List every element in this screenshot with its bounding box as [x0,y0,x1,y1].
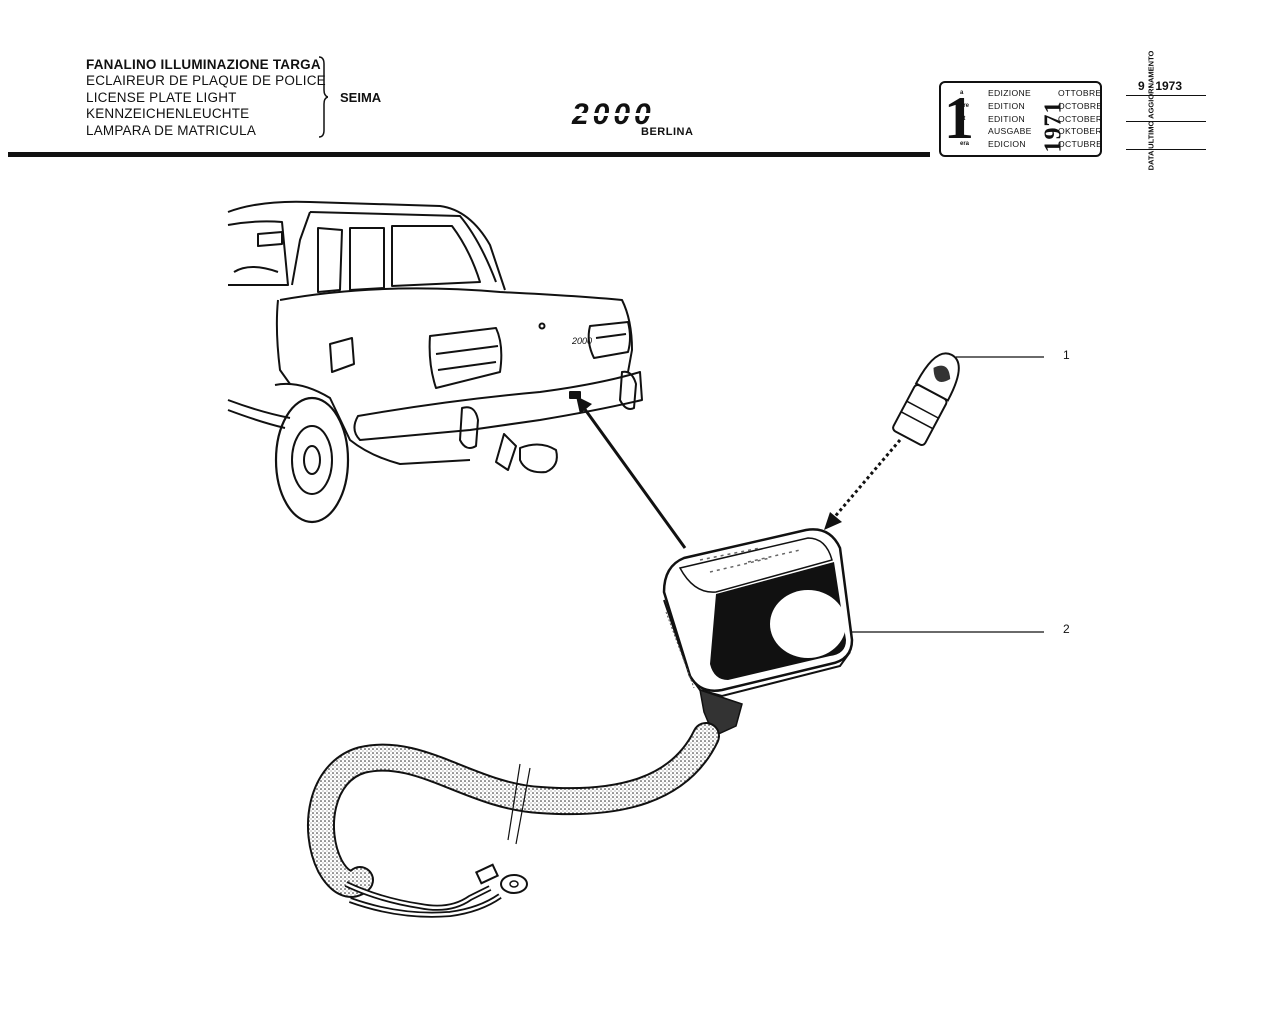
edition-month: OCTUBRE [1058,139,1103,149]
date-line [1126,121,1206,122]
callout-number-2: 2 [1063,622,1070,636]
title-english: LICENSE PLATE LIGHT [86,89,237,105]
ordinal: . [960,128,962,134]
assembly-arrows [576,396,902,549]
edition-box [939,81,1102,157]
date-line [1126,95,1206,96]
edition-label: AUSGABE [988,126,1032,136]
ordinal: era [960,141,970,147]
title-spanish: LAMPARA DE MATRICULA [86,122,257,138]
lamp-assembly-part [662,528,854,698]
edition-label: EDIZIONE [988,88,1031,98]
ordinal: ère [960,103,970,109]
edition-number: 1 [944,85,974,151]
edition-month: OCTOBRE [1058,101,1103,111]
car-rear-illustration: 2000 [227,200,643,524]
ordinal: st [960,116,966,122]
edition-month: OKTOBER [1058,126,1102,136]
edition-label: EDITION [988,101,1025,111]
title-french: ECLAIREUR DE PLAQUE DE POLICE [86,73,326,89]
svg-text:2000: 2000 [571,336,592,346]
edition-label: EDICION [988,139,1026,149]
last-update-date: 9 - 1973 [1138,79,1183,93]
title-block: FANALINO ILLUMINAZIONE TARGA ECLAIREUR D… [86,57,326,139]
title-brace [318,56,328,138]
model-subtitle: BERLINA [641,126,694,138]
edition-label: EDITION [988,114,1025,124]
callout-number-1: 1 [1063,348,1070,362]
edition-month: OCTOBER [1058,114,1103,124]
cable-harness [306,688,743,918]
title-german: KENNZEICHENLEUCHTE [86,106,250,122]
title-italian: FANALINO ILLUMINAZIONE TARGA [86,57,321,72]
header-rule [8,152,930,157]
model-logo: 2000 [570,100,698,130]
ordinal: a [960,90,964,96]
date-line [1126,149,1206,150]
edition-month: OTTOBRE [1058,88,1102,98]
bulb-part [892,352,960,446]
supplier-name: SEIMA [340,90,382,105]
